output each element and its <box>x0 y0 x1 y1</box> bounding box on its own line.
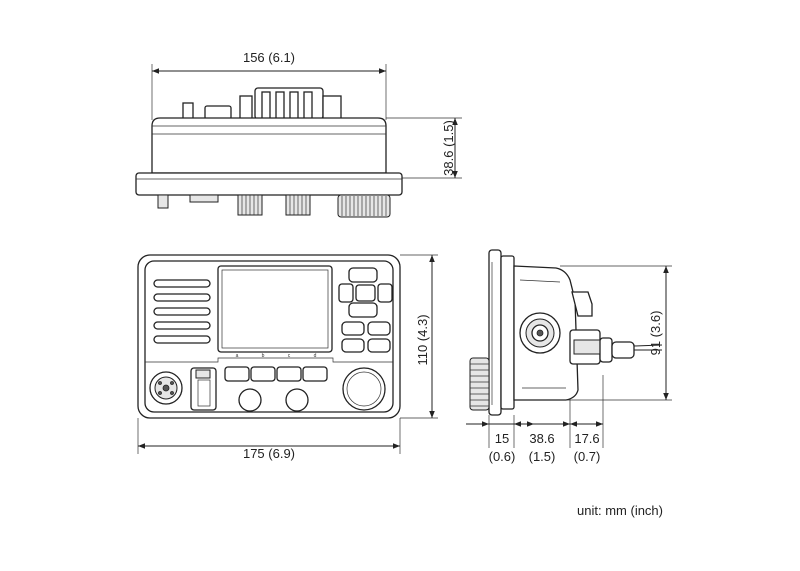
volume-knob <box>238 388 262 412</box>
soft-key-label-3: c <box>288 353 291 359</box>
soft-key-label-1: a <box>236 353 239 359</box>
soft-key-label-2: b <box>262 353 265 359</box>
side-depth-front-label: 15 <box>495 431 509 446</box>
unit-note: unit: mm (inch) <box>577 503 663 518</box>
mic-connector <box>149 371 183 405</box>
soft-keys <box>224 366 328 382</box>
side-depth-body-label: 38.6 <box>529 431 554 446</box>
top-width-label: 156 (6.1) <box>243 50 295 65</box>
front-width-label: 175 (6.9) <box>243 446 295 461</box>
soft-key-label-4: d <box>314 353 317 359</box>
channel-dial <box>342 367 386 411</box>
side-depth-front-inch-label: (0.6) <box>489 449 516 464</box>
top-height-label: 38.6 (1.5) <box>441 120 456 176</box>
side-depth-rear-inch-label: (0.7) <box>574 449 601 464</box>
speaker-grille <box>153 279 211 344</box>
side-dial <box>469 357 490 411</box>
front-view: a b c d <box>137 254 438 454</box>
side-depth-body-inch-label: (1.5) <box>529 449 556 464</box>
side-height-label: 91 (3.6) <box>648 311 663 356</box>
top-view <box>135 64 462 218</box>
display-screen <box>217 265 333 353</box>
side-view <box>466 249 672 448</box>
squelch-knob <box>285 388 309 412</box>
front-height-label: 110 (4.3) <box>415 314 430 365</box>
keypad <box>338 267 393 353</box>
side-depth-rear-label: 17.6 <box>574 431 599 446</box>
